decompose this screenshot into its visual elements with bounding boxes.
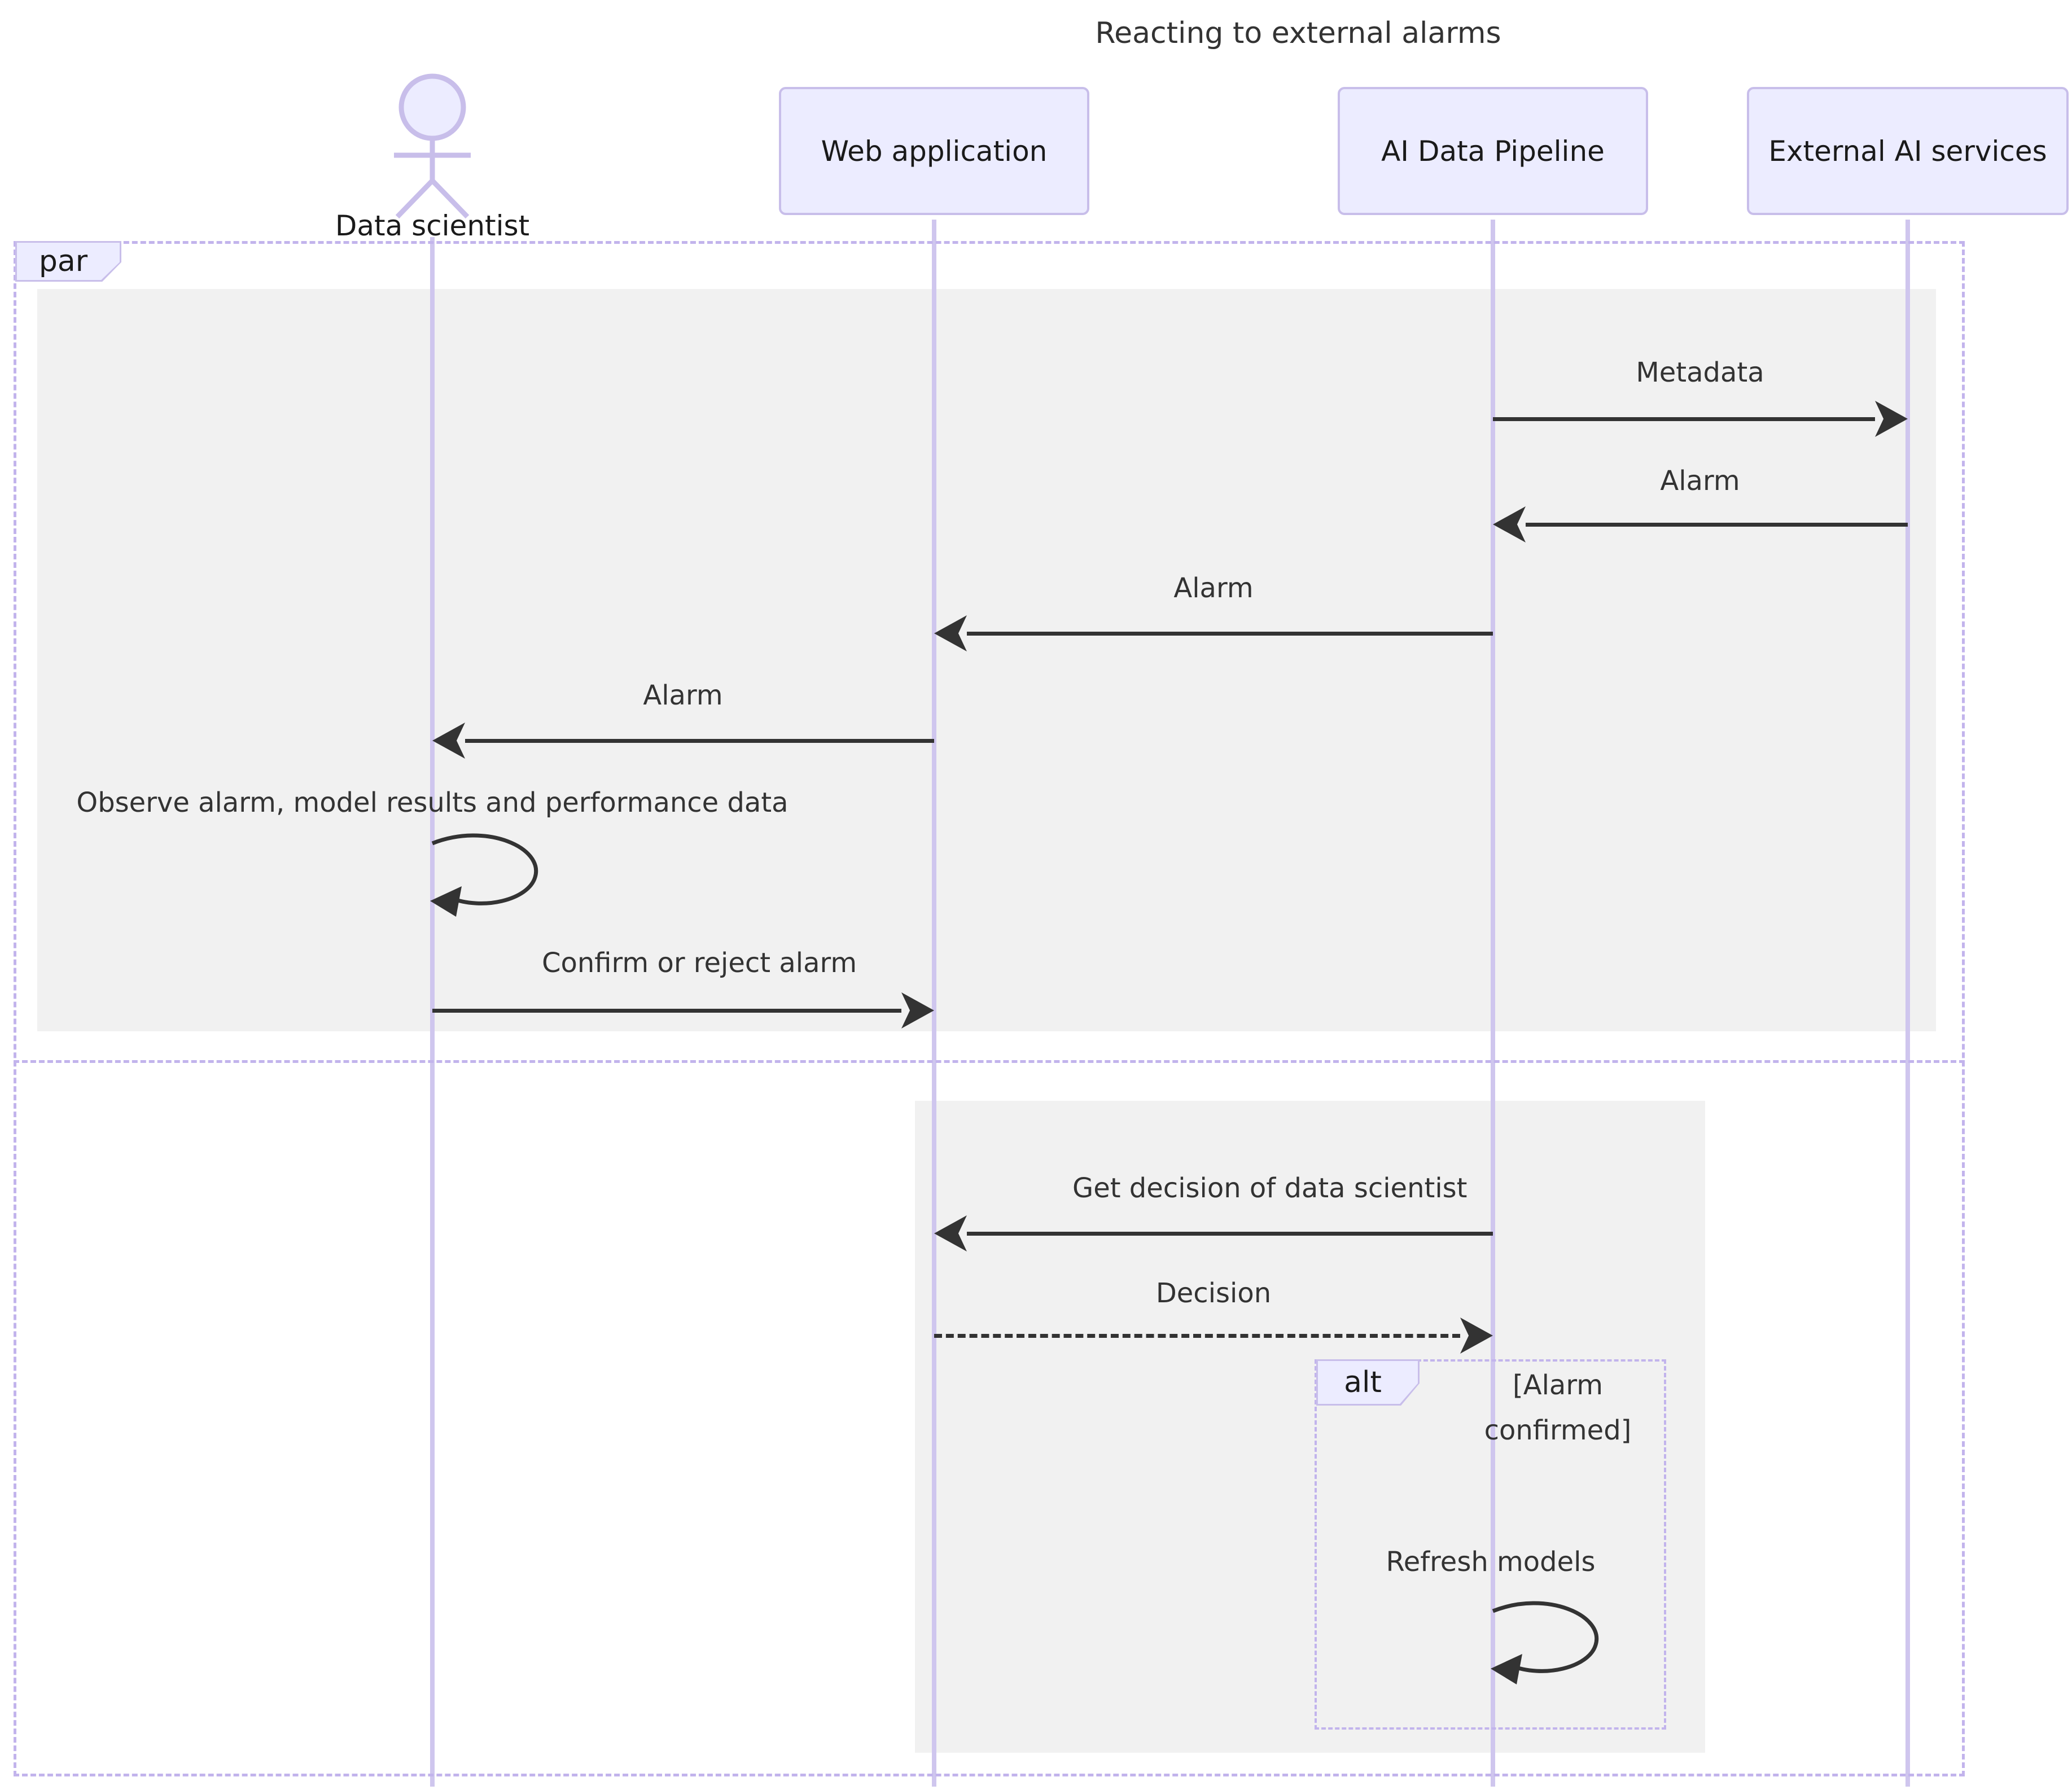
alt-frame-label-text: alt — [1318, 1361, 1418, 1404]
lifeline-ai-data-pipeline — [1491, 220, 1495, 1787]
actor-stick-figure-icon — [394, 73, 471, 219]
message-label-alarm-2: Alarm — [1173, 572, 1254, 604]
self-loop-arrow-observe — [430, 833, 538, 917]
alt-frame — [1315, 1359, 1666, 1730]
par-frame — [14, 241, 1965, 1776]
message-arrow-decision — [934, 1334, 1460, 1338]
highlight-block-1 — [37, 289, 1936, 1031]
message-label-confirm: Confirm or reject alarm — [542, 947, 857, 979]
par-frame-label: par — [15, 241, 121, 282]
par-frame-divider — [14, 1060, 1965, 1063]
actor-box-external-ai-services: External AI services — [1747, 87, 2069, 215]
message-label-refresh: Refresh models — [1386, 1546, 1596, 1578]
message-arrow-get-decision — [967, 1232, 1493, 1236]
actor-label-data-scientist: Data scientist — [335, 209, 530, 242]
message-label-decision: Decision — [1155, 1277, 1272, 1309]
message-label-get-decision: Get decision of data scientist — [1072, 1172, 1468, 1204]
message-label-metadata: Metadata — [1636, 357, 1764, 388]
actor-box-web-application: Web application — [779, 87, 1089, 215]
actor-box-label: External AI services — [1768, 134, 2047, 168]
message-arrow-alarm-3 — [465, 739, 934, 743]
message-arrow-confirm — [432, 1009, 901, 1013]
message-label-observe: Observe alarm, model results and perform… — [76, 787, 789, 819]
message-arrow-metadata — [1493, 417, 1875, 421]
self-loop-arrow-refresh — [1491, 1601, 1599, 1684]
message-label-alarm-1: Alarm — [1660, 465, 1740, 497]
highlight-block-2 — [915, 1101, 1705, 1753]
actor-box-label: AI Data Pipeline — [1381, 134, 1605, 168]
lifeline-web-application — [932, 220, 936, 1787]
message-arrow-alarm-1 — [1526, 523, 1908, 527]
alt-frame-label: alt — [1316, 1359, 1420, 1406]
lifeline-external-ai-services — [1905, 220, 1910, 1787]
page-title: Reacting to external alarms — [1095, 16, 1501, 50]
alt-condition-text: [Alarm confirmed] — [1484, 1369, 1632, 1446]
message-arrow-alarm-2 — [967, 632, 1493, 636]
par-frame-label-text: par — [17, 243, 120, 280]
actor-box-label: Web application — [821, 134, 1048, 168]
actor-box-ai-data-pipeline: AI Data Pipeline — [1338, 87, 1648, 215]
message-label-alarm-3: Alarm — [643, 680, 723, 711]
